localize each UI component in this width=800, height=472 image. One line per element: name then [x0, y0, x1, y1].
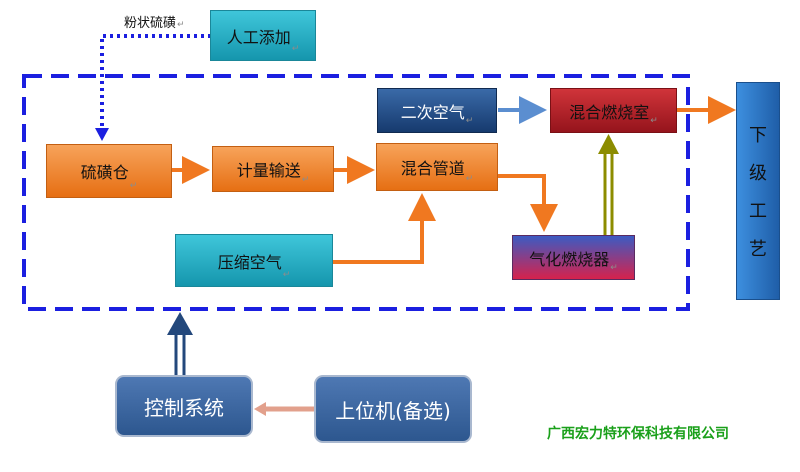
para-mark: ↵	[177, 20, 185, 30]
next-process-char-1: 下	[749, 125, 767, 146]
gas-burner-label: 气化燃烧器	[529, 249, 610, 269]
next-process-char-4: 艺	[749, 239, 767, 260]
arrow-host-to-control-head	[254, 402, 266, 416]
manual-add-label: 人工添加	[226, 27, 291, 47]
metering-box: 计量输送↵	[212, 146, 334, 192]
control-system-box: 控制系统	[115, 375, 253, 437]
manual-feed-arrowhead	[95, 128, 109, 141]
manual-feed-dotted-line	[100, 34, 211, 128]
mixing-chamber-box: 混合燃烧室↵	[550, 88, 677, 133]
secondary-air-label: 二次空气	[400, 102, 465, 122]
mixing-pipe-label: 混合管道	[400, 159, 465, 178]
para-mark: ↵	[129, 181, 138, 191]
mixing-pipe-box: 混合管道↵	[376, 143, 498, 191]
arrow-control-to-process-head	[167, 312, 193, 335]
sulfur-bin-box: 硫磺仓↵	[46, 144, 172, 198]
compressed-air-box: 压缩空气↵	[175, 234, 333, 287]
para-mark: ↵	[465, 116, 474, 126]
arrow-pipe-to-burner	[498, 174, 558, 232]
next-process-char-3: 工	[749, 201, 767, 222]
para-mark: ↵	[291, 44, 300, 54]
para-mark: ↵	[465, 174, 474, 184]
host-pc-box: 上位机(备选)	[314, 375, 472, 443]
arrow-air-to-pipe	[333, 193, 436, 264]
next-process-char-2: 级	[749, 163, 767, 184]
metering-label: 计量输送	[236, 161, 301, 180]
powdered-sulfur-text: 粉状硫磺	[124, 16, 177, 31]
compressed-air-label: 压缩空气	[217, 252, 282, 272]
mixing-chamber-label: 混合燃烧室	[569, 102, 650, 122]
company-name: 广西宏力特环保科技有限公司	[547, 423, 729, 443]
host-pc-label: 上位机(备选)	[335, 398, 451, 423]
para-mark: ↵	[610, 263, 618, 273]
manual-add-box: 人工添加↵	[210, 10, 316, 61]
para-mark: ↵	[650, 116, 658, 126]
company-name-text: 广西宏力特环保科技有限公司	[547, 426, 729, 442]
sulfur-bin-label: 硫磺仓	[80, 163, 129, 182]
para-mark: ↵	[282, 270, 291, 280]
control-system-label: 控制系统	[144, 395, 224, 420]
secondary-air-box: 二次空气↵	[377, 88, 497, 133]
gas-burner-box: 气化燃烧器↵	[512, 235, 635, 280]
para-mark: ↵	[301, 175, 310, 185]
process-boundary	[22, 74, 690, 311]
next-process-box: 下 级 工 艺	[736, 82, 780, 300]
powdered-sulfur-note: 粉状硫磺↵	[124, 12, 185, 31]
arrow-burner-to-chamber-head	[598, 134, 619, 154]
